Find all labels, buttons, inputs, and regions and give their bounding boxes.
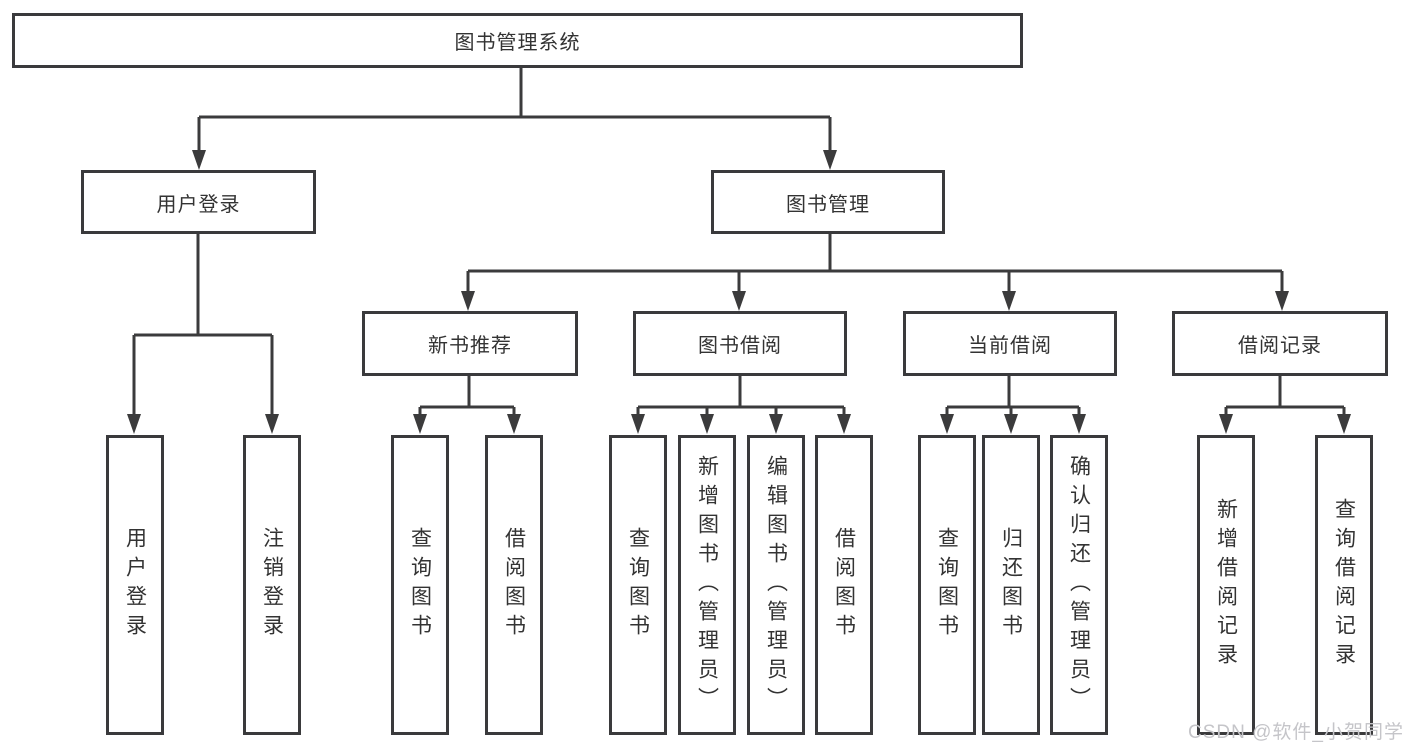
node-root: 图书管理系统 [12, 13, 1023, 68]
node-new-book-recommend-label: 新书推荐 [428, 335, 512, 357]
node-book-borrowing: 图书借阅 [633, 311, 847, 376]
leaf-confirm-return-admin: 确认归还（管理员） [1050, 435, 1108, 735]
leaf-confirm-return-admin-label: 确认归还（管理员） [1067, 454, 1091, 716]
node-book-borrowing-label: 图书借阅 [698, 335, 782, 357]
leaf-return-books-label: 归还图书 [999, 527, 1023, 643]
csdn-watermark: CSDN @软件_小贺同学 [1188, 722, 1404, 743]
leaf-query-books-recommend: 查询图书 [391, 435, 449, 735]
connector-root-to-level2 [192, 66, 837, 170]
leaf-query-borrow-record: 查询借阅记录 [1315, 435, 1373, 735]
leaf-query-books-current-label: 查询图书 [935, 527, 959, 643]
leaf-return-books: 归还图书 [982, 435, 1040, 735]
node-current-borrowing: 当前借阅 [903, 311, 1117, 376]
leaf-query-books-recommend-label: 查询图书 [408, 527, 432, 643]
node-book-management: 图书管理 [711, 170, 945, 234]
node-user-login-label: 用户登录 [156, 193, 241, 216]
node-current-borrowing-label: 当前借阅 [968, 335, 1052, 357]
node-new-book-recommend: 新书推荐 [362, 311, 578, 376]
node-root-label: 图书管理系统 [454, 32, 581, 54]
leaf-user-login-label: 用户登录 [123, 527, 147, 643]
leaf-borrow-books-borrowing: 借阅图书 [815, 435, 873, 735]
connector-user-login-to-leaves [127, 233, 279, 434]
leaf-borrow-books-recommend: 借阅图书 [485, 435, 543, 735]
leaf-edit-book-admin-label: 编辑图书（管理员） [764, 454, 788, 716]
leaf-logout: 注销登录 [243, 435, 301, 735]
leaf-add-borrow-record: 新增借阅记录 [1197, 435, 1255, 735]
leaf-borrow-books-borrowing-label: 借阅图书 [832, 527, 856, 643]
connector-book-borrowing-to-leaves [631, 376, 851, 434]
leaf-logout-label: 注销登录 [260, 527, 284, 643]
connector-borrowing-records-to-leaves [1219, 376, 1351, 434]
leaf-add-borrow-record-label: 新增借阅记录 [1214, 498, 1238, 672]
leaf-query-books-borrowing-label: 查询图书 [626, 527, 650, 643]
connector-book-management-to-level3 [461, 234, 1289, 311]
leaf-query-books-borrowing: 查询图书 [609, 435, 667, 735]
leaf-query-books-current: 查询图书 [918, 435, 976, 735]
leaf-add-book-admin-label: 新增图书（管理员） [695, 454, 719, 716]
leaf-borrow-books-recommend-label: 借阅图书 [502, 527, 526, 643]
leaf-user-login: 用户登录 [106, 435, 164, 735]
leaf-query-borrow-record-label: 查询借阅记录 [1332, 498, 1356, 672]
node-user-login: 用户登录 [81, 170, 316, 234]
connector-current-borrowing-to-leaves [940, 376, 1086, 434]
leaf-add-book-admin: 新增图书（管理员） [678, 435, 736, 735]
leaf-edit-book-admin: 编辑图书（管理员） [747, 435, 805, 735]
node-book-management-label: 图书管理 [786, 193, 870, 216]
node-borrowing-records-label: 借阅记录 [1238, 335, 1322, 357]
connector-new-book-recommend-to-leaves [413, 376, 521, 434]
node-borrowing-records: 借阅记录 [1172, 311, 1388, 376]
